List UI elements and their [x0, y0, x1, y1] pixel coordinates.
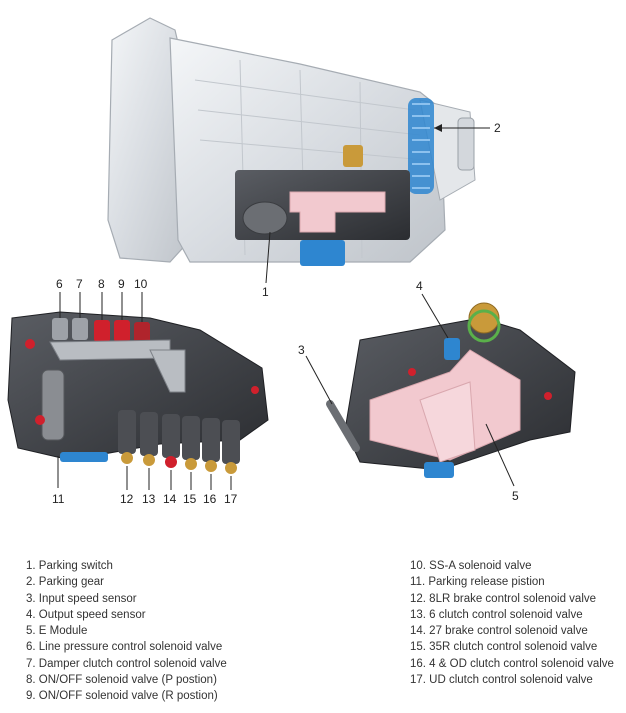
solenoid-row-top	[52, 318, 150, 344]
legend-right: 10. SS-A solenoid valve 11. Parking rele…	[410, 558, 614, 688]
callout-8: 8	[98, 277, 105, 291]
legend-item: 10. SS-A solenoid valve	[410, 560, 532, 572]
e-module-assembly	[305, 293, 576, 487]
transmission-diagram: 1 2	[7, 17, 576, 506]
e-module-inside	[289, 191, 386, 233]
transmission-assembly	[107, 17, 490, 284]
callout-9: 9	[118, 277, 125, 291]
legend-left: 1. Parking switch 2. Parking gear 3. Inp…	[26, 558, 227, 705]
legend-item: 4. Output speed sensor	[26, 608, 146, 621]
solenoid-row-bottom	[118, 410, 240, 474]
legend-item: 1. Parking switch	[26, 560, 113, 572]
callout-13: 13	[142, 492, 156, 506]
legend-item: 8. ON/OFF solenoid valve (P postion)	[26, 674, 217, 687]
legend-item: 7. Damper clutch control solenoid valve	[26, 657, 227, 670]
callout-10: 10	[134, 277, 148, 291]
callout-2: 2	[494, 121, 501, 135]
callout-12: 12	[120, 492, 134, 506]
legend-item: 6. Line pressure control solenoid valve	[26, 641, 223, 654]
input-speed-sensor	[326, 400, 360, 452]
callout-5: 5	[512, 489, 519, 503]
valve-body-left	[7, 292, 269, 490]
callout-3: 3	[298, 343, 305, 357]
legend-item: 16. 4 & OD clutch control solenoid valve	[410, 657, 614, 670]
legend-item: 11. Parking release pistion	[410, 576, 545, 589]
output-speed-sensor	[444, 338, 460, 360]
legend-item: 5. E Module	[26, 625, 88, 638]
legend-item: 2. Parking gear	[26, 576, 104, 589]
callout-14: 14	[163, 492, 177, 506]
callout-15: 15	[183, 492, 197, 506]
callout-7: 7	[76, 277, 83, 291]
legend-item: 13. 6 clutch control solenoid valve	[410, 608, 583, 621]
callout-11: 11	[52, 492, 65, 506]
legend-item: 9. ON/OFF solenoid valve (R postion)	[26, 690, 218, 703]
legend-item: 12. 8LR brake control solenoid valve	[410, 592, 597, 605]
brass-connector-top	[343, 145, 363, 167]
legend-item: 3. Input speed sensor	[26, 592, 137, 605]
callout-16: 16	[203, 492, 217, 506]
parking-switch	[242, 201, 288, 235]
callout-1: 1	[262, 285, 269, 299]
callout-4: 4	[416, 279, 423, 293]
callout-17: 17	[224, 492, 238, 506]
legend-item: 15. 35R clutch control solenoid valve	[410, 641, 598, 654]
callout-6: 6	[56, 277, 63, 291]
legend-item: 17. UD clutch control solenoid valve	[410, 674, 593, 687]
blue-bracket	[300, 240, 345, 266]
legend-item: 14. 27 brake control solenoid valve	[410, 625, 588, 638]
brass-connector	[468, 302, 500, 334]
output-flange	[457, 117, 475, 171]
parking-gear	[408, 98, 434, 194]
